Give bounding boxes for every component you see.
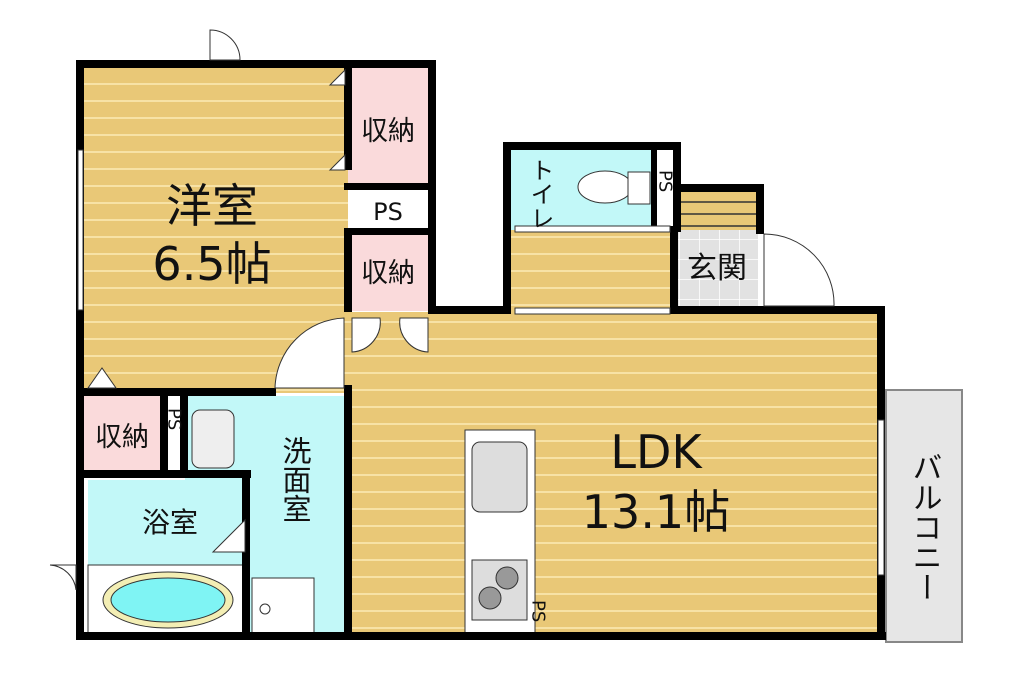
entrance-stairs (678, 190, 758, 230)
storage-top-label: 収納 (361, 116, 415, 147)
ps-strip-storage (168, 396, 180, 470)
washing-machine (251, 577, 315, 637)
door-top (209, 29, 241, 61)
door-entrance (763, 233, 835, 307)
ps-label-4: PS (528, 600, 549, 622)
western-room-name: 洋室 (166, 179, 258, 233)
ldk-room (348, 312, 882, 637)
storage-mid-label: 収納 (361, 258, 415, 289)
storage-low (83, 393, 161, 470)
toilet-label: トイレ (526, 158, 554, 230)
storage-top (348, 68, 428, 186)
wash-basin (191, 409, 235, 469)
entrance-label: 玄関 (687, 251, 747, 286)
entrance-floor (678, 230, 758, 310)
window-balcony (877, 419, 885, 576)
washroom-label: 洗面室 (278, 436, 312, 523)
window-west (77, 149, 84, 311)
ps-label-1: PS (373, 198, 403, 226)
balcony-label: バルコニー (907, 452, 942, 602)
hallway (510, 230, 675, 312)
ldk-size: 13.1帖 (582, 485, 730, 539)
ps-label-3: PS (655, 170, 676, 192)
storage-mid (348, 233, 428, 311)
bathroom-label: 浴室 (142, 506, 198, 539)
stove (471, 559, 528, 621)
ps-strip-toilet (657, 150, 673, 224)
ps-label-2: PS (164, 408, 185, 430)
door-bath-outside (49, 564, 77, 591)
western-room-size: 6.5帖 (152, 237, 271, 291)
sink (471, 441, 528, 513)
door-western (274, 317, 345, 389)
ldk-name: LDK (610, 425, 703, 479)
ps-box (348, 190, 428, 230)
toilet-bowl (577, 170, 633, 204)
storage-low-label: 収納 (95, 422, 149, 453)
balcony (885, 389, 963, 643)
